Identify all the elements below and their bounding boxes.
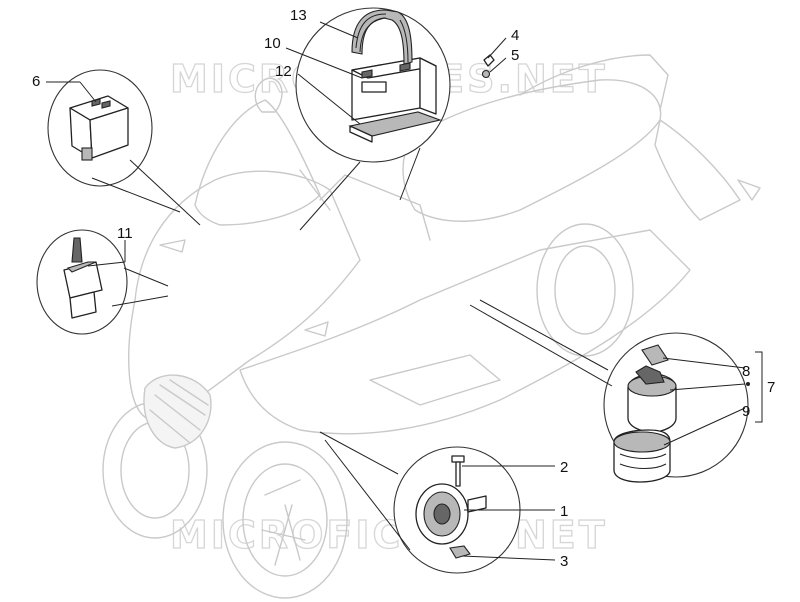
seat	[402, 79, 662, 222]
screw-4-icon	[483, 54, 495, 67]
front-right-wheel	[222, 441, 348, 599]
starter-to-scooter-line	[479, 299, 609, 371]
leader-4	[487, 37, 507, 59]
horn-bracket	[467, 495, 487, 513]
callout-13: 13	[290, 7, 307, 24]
callout-12: 12	[275, 63, 292, 80]
callout-5: 5	[511, 47, 519, 64]
leader-13	[319, 21, 359, 39]
callout-7: 7	[767, 379, 775, 396]
grille-mesh	[149, 379, 209, 444]
bracket-7	[755, 351, 763, 423]
strap-ribs	[355, 13, 409, 63]
switch-detail	[36, 229, 128, 335]
callout-3: 3	[560, 553, 568, 570]
battery-side-face	[419, 57, 437, 115]
horn-to-scooter-line	[319, 431, 399, 475]
starter-relay-terminals	[635, 365, 665, 385]
windscreen	[194, 99, 321, 226]
rubber-boot-ribs	[619, 453, 667, 469]
callout-10: 10	[264, 35, 281, 52]
mirror	[254, 77, 283, 113]
callout-2: 2	[560, 459, 568, 476]
leader-3	[461, 555, 556, 561]
starter-relay-detail	[603, 332, 749, 483]
front-right-rim	[242, 463, 328, 577]
relay-detail	[47, 69, 153, 187]
rear-wheel	[536, 223, 634, 357]
tail-section	[654, 119, 741, 221]
detail-leaders	[91, 147, 613, 551]
rear-brake-disc	[554, 245, 616, 335]
horn-bolt-shank	[455, 461, 461, 487]
horn-detail	[393, 446, 521, 574]
rubber-boot-rim	[613, 431, 671, 453]
callout-9: 9	[742, 403, 750, 420]
front-grille	[143, 374, 212, 449]
switch-connector	[69, 291, 97, 319]
leader-9	[663, 407, 746, 446]
battery-detail	[295, 7, 451, 163]
switch-plunger	[71, 237, 83, 263]
scooter-outline	[102, 54, 761, 599]
switch-to-scooter-line	[123, 267, 169, 287]
relay-to-scooter-line-2	[91, 177, 181, 213]
front-indicator-left	[159, 239, 186, 253]
rear-indicator	[737, 179, 761, 201]
relay-to-scooter-line	[129, 159, 201, 226]
front-indicator-right	[304, 321, 329, 337]
horn-nut	[449, 545, 471, 559]
leader-12	[297, 73, 361, 125]
battery-to-scooter-line-2	[399, 147, 421, 201]
callout-4: 4	[511, 27, 519, 44]
horn-bolt-head	[451, 455, 465, 463]
bolt-washer-group	[481, 54, 495, 79]
callout-1: 1	[560, 503, 568, 520]
horn-center	[433, 503, 451, 525]
front-fairing	[128, 170, 361, 421]
leader-8	[662, 357, 746, 369]
relay-pins	[91, 98, 111, 109]
switch-to-scooter-line-2	[111, 295, 169, 307]
side-body	[239, 229, 691, 435]
switch-top	[66, 261, 97, 273]
callout-8: 8	[742, 363, 750, 380]
leader-7	[669, 383, 746, 391]
callout-labels: 13 10 12 4 5 6 11 8 7 9 2 1 3	[32, 7, 775, 570]
relay-bracket	[81, 147, 93, 161]
leader-10	[285, 47, 363, 79]
relay-cap	[641, 344, 669, 366]
starter-to-scooter-line-2	[469, 304, 613, 387]
leader-11b	[87, 261, 126, 267]
callout-leaders	[46, 21, 763, 561]
horn-to-scooter-line-2	[324, 439, 411, 551]
relay-right-face	[89, 107, 129, 159]
leader-5	[489, 57, 507, 73]
rear-grab-rail	[519, 54, 669, 111]
front-right-spokes	[261, 479, 306, 566]
floor-panel	[369, 354, 501, 406]
battery-tray-edge	[349, 125, 373, 143]
handlebar	[299, 169, 431, 241]
battery-label	[361, 81, 387, 93]
leader-7-dot	[746, 382, 750, 386]
callout-6: 6	[32, 73, 40, 90]
leader-6b	[79, 81, 97, 103]
watermark-bottom: MICROFICHES.NET	[170, 513, 608, 557]
callout-11: 11	[117, 225, 133, 242]
battery-to-scooter-line	[299, 161, 361, 231]
washer-5-icon	[481, 69, 491, 79]
